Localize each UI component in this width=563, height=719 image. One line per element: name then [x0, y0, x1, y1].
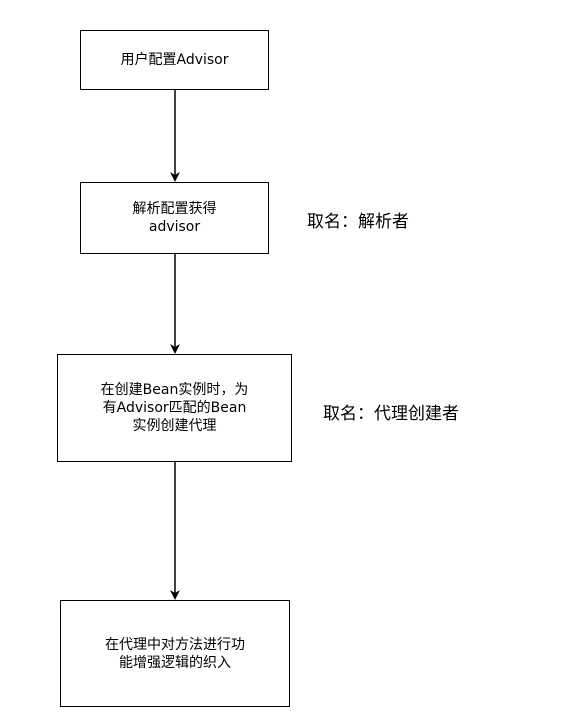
- user-config-node: 用户配置Advisor: [80, 30, 269, 90]
- weave-label: 在代理中对方法进行功 能增强逻辑的织入: [105, 636, 245, 671]
- proxy-creator-name-note: 取名：代理创建者: [323, 404, 459, 424]
- user-config-label: 用户配置Advisor: [120, 52, 229, 68]
- parser-name-note: 取名：解析者: [307, 212, 409, 232]
- weave-node: 在代理中对方法进行功 能增强逻辑的织入: [60, 600, 290, 707]
- create-proxy-node: 在创建Bean实例时，为 有Advisor匹配的Bean 实例创建代理: [57, 354, 292, 462]
- create-proxy-label: 在创建Bean实例时，为 有Advisor匹配的Bean 实例创建代理: [100, 382, 249, 434]
- parse-config-label: 解析配置获得 advisor: [132, 201, 217, 235]
- parse-config-node: 解析配置获得 advisor: [80, 182, 269, 254]
